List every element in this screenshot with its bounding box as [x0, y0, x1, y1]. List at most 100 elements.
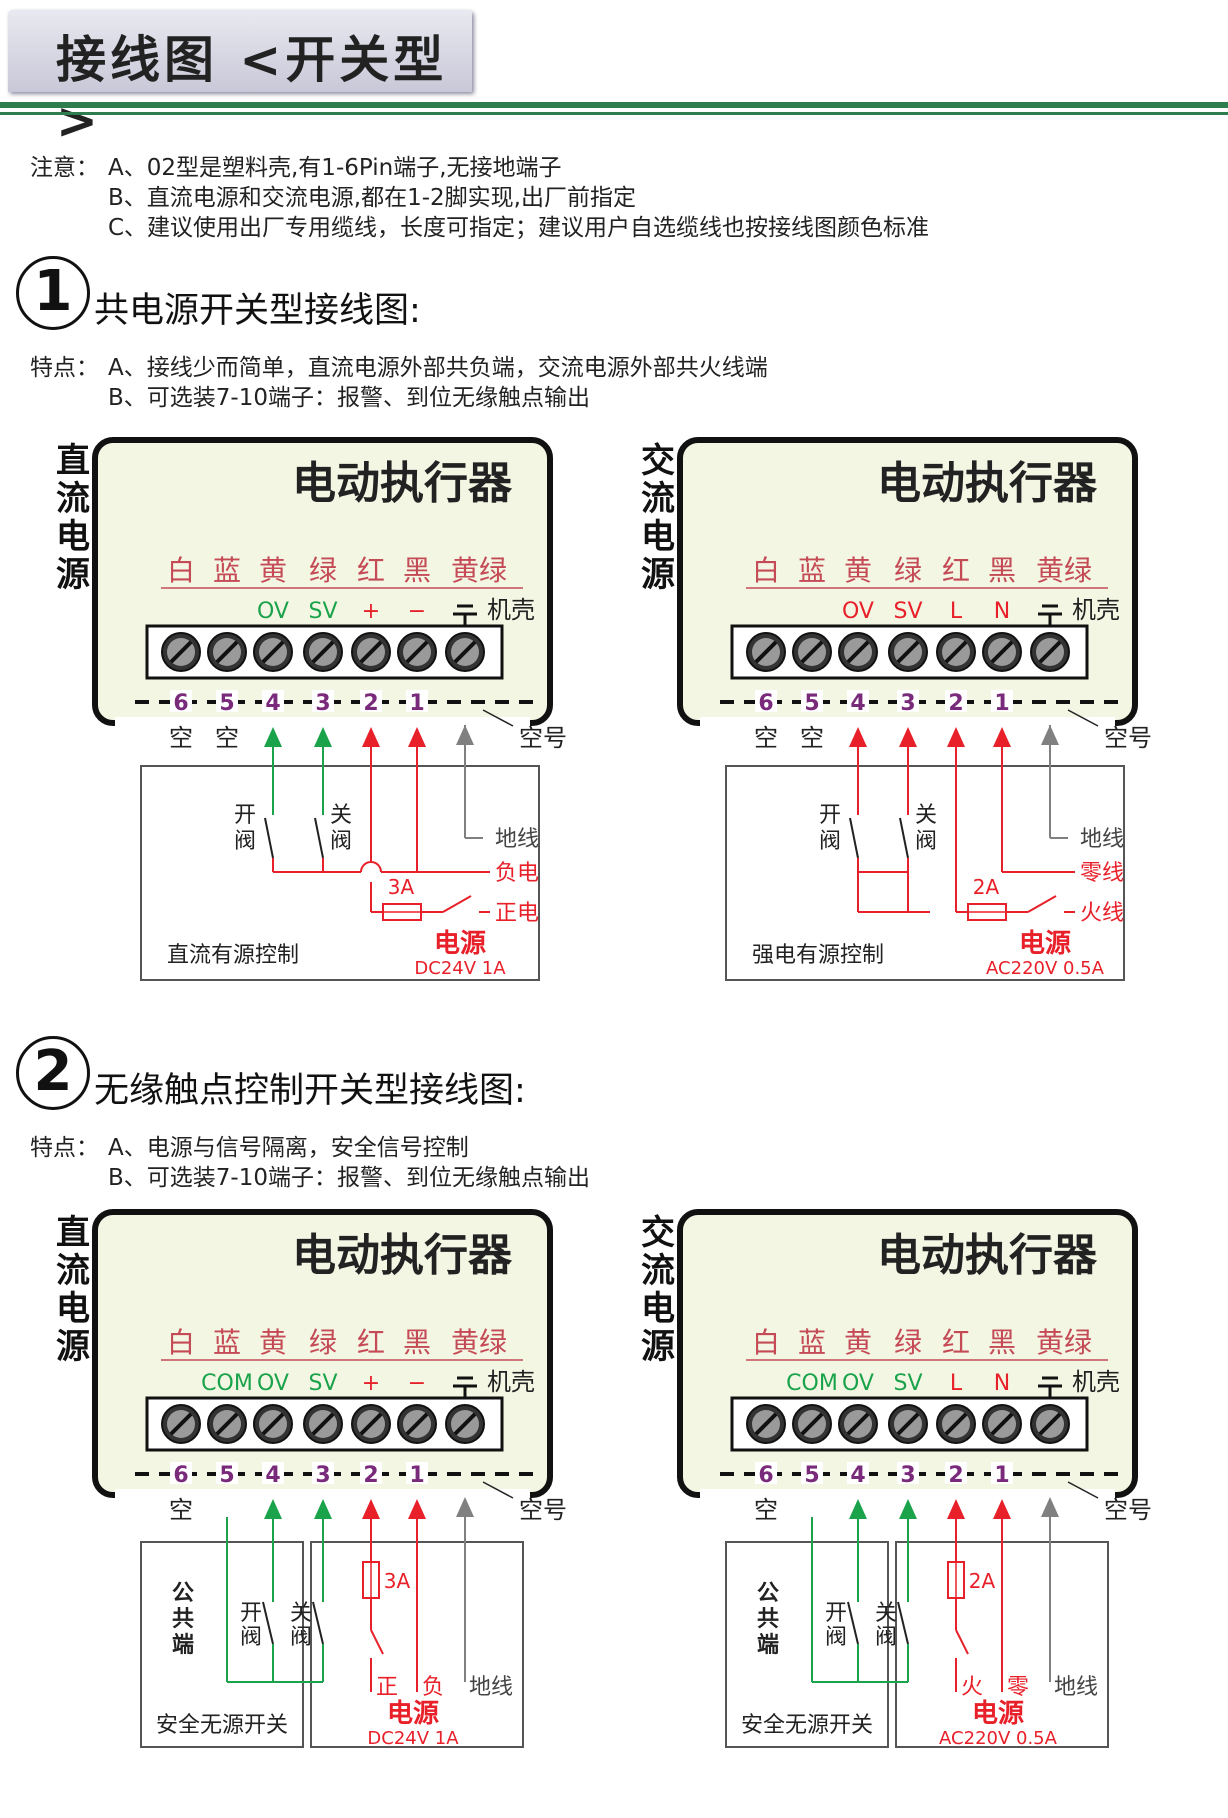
ac2-close-label-1: 关	[875, 1601, 897, 1626]
ac1-terminal-sign-3: N	[994, 599, 1010, 624]
dc2-box-gap	[115, 1489, 530, 1501]
ac1-arrow-3	[899, 727, 917, 747]
dc2-empty-number-leader	[482, 1481, 514, 1499]
ac2-wire-color-4: 红	[942, 1326, 970, 1359]
dc1-empty-6: 空	[169, 724, 193, 752]
ac2-switch-4	[847, 1601, 859, 1645]
ac1-close-label-1: 关	[915, 803, 937, 828]
dc2-terminal-sign-0: COM	[201, 1371, 253, 1396]
ac1-terminal-number-bg-5	[991, 690, 1013, 712]
ac1-terminal-number-3: 3	[900, 691, 915, 716]
dc2-arrow-1	[408, 1499, 426, 1519]
dc2-wire-color-6: 黄绿	[451, 1326, 507, 1359]
ac2-screw-slot-4	[944, 1412, 968, 1436]
dc1-box-gap	[115, 717, 530, 729]
dc2-arrow-2	[362, 1499, 380, 1519]
dc2-passive-label: 安全无源开关	[156, 1713, 288, 1738]
ac2-terminal-number-2: 4	[850, 1463, 865, 1488]
ac1-side-label-0: 交	[641, 441, 675, 481]
ac1-screw-slot-6	[1038, 640, 1062, 664]
dc1-power-switch	[442, 895, 472, 913]
dc2-power-switch	[370, 1629, 384, 1655]
ac1-screw-slot-2	[846, 640, 870, 664]
ac2-terminal-number-5: 1	[994, 1463, 1009, 1488]
ac2-terminal-number-bg-0	[755, 1462, 777, 1484]
ac2-screw-slot-3	[896, 1412, 920, 1436]
ac2-terminal-number-bg-2	[847, 1462, 869, 1484]
ac1-terminal-number-bg-1	[801, 690, 823, 712]
ac2-passive-label: 安全无源开关	[741, 1713, 873, 1738]
dc2-arrow-4	[264, 1499, 282, 1519]
ac1-ground-arrow	[1041, 725, 1059, 745]
ac1-open-label-2: 阀	[819, 829, 841, 854]
dc1-screw-slot-2	[261, 640, 285, 664]
dc1-switch-open	[264, 817, 274, 859]
ac2-terminal-number-bg-1	[801, 1462, 823, 1484]
dc2-fuse-rating: 3A	[384, 1569, 411, 1593]
dc1-terminal-number-2: 4	[265, 691, 280, 716]
dc2-power-label: 电源	[387, 1699, 439, 1729]
ac1-fuse-rating: 2A	[973, 875, 1000, 899]
ac2-close-label-2: 阀	[875, 1625, 897, 1650]
dc1-terminal-number-5: 1	[409, 691, 424, 716]
dc2-terminal-number-bg-2	[262, 1462, 284, 1484]
dc2-wire-color-2: 黄	[259, 1326, 287, 1359]
ac1-open-label-1: 开	[819, 803, 841, 828]
dc2-open-label-1: 开	[240, 1601, 262, 1626]
ac2-screw-slot-5	[990, 1412, 1014, 1436]
ac2-open-label-2: 阀	[825, 1625, 847, 1650]
dc2-screw-slot-2	[261, 1412, 285, 1436]
dc1-terminal-number-bg-5	[406, 690, 428, 712]
ac1-terminal-sign-2: L	[950, 599, 963, 624]
dc2-switch-4	[262, 1601, 274, 1645]
ac2-terminal-sign-4: N	[994, 1371, 1010, 1396]
ac1-terminal-number-4: 2	[948, 691, 963, 716]
note-c: C、建议使用出厂专用缆线，长度可指定；建议用户自选缆线也按接线图颜色标准	[108, 215, 930, 241]
ac1-terminal-number-1: 5	[804, 691, 819, 716]
dc1-wire-color-4: 红	[357, 554, 385, 587]
dc2-close-label-1: 关	[290, 1601, 312, 1626]
dc2-wire-2-label: 正	[376, 1675, 398, 1700]
dc2-passive-box	[140, 1541, 304, 1748]
ac2-arrow-3	[899, 1499, 917, 1519]
dc1-terminal-number-bg-3	[312, 690, 334, 712]
ac1-terminal-number-5: 1	[994, 691, 1009, 716]
page-title-tab: 接线图 <开关型>	[8, 10, 472, 150]
ac2-power-switch	[955, 1629, 969, 1655]
note-a: A、02型是塑料壳,有1-6Pin端子,无接地端子	[108, 155, 562, 181]
dc1-arrow-3	[314, 727, 332, 747]
dc1-empty-number-leader	[482, 709, 514, 727]
dc1-terminal-number-bg-2	[262, 690, 284, 712]
ac1-side-label-2: 电	[641, 517, 675, 557]
ac1-wire-2-label: 火线	[1080, 901, 1124, 926]
dc1-terminal-number-1: 5	[219, 691, 234, 716]
dc1-terminal-sign-2: +	[362, 599, 380, 624]
dc1-crossover	[360, 861, 382, 873]
ac1-screw-slot-4	[944, 640, 968, 664]
dc2-terminal-number-2: 4	[265, 1463, 280, 1488]
dc2-wire-color-3: 绿	[309, 1326, 337, 1359]
ac1-screw-slot-5	[990, 640, 1014, 664]
ac1-terminal-number-0: 6	[758, 691, 773, 716]
ac1-wire-color-5: 黑	[988, 554, 1016, 587]
dc1-side-label-1: 流	[56, 479, 90, 519]
dc2-power-rating: DC24V 1A	[367, 1728, 459, 1749]
dc2-common-label-1: 共	[172, 1607, 194, 1632]
dc1-screw-slot-3	[311, 640, 335, 664]
ac1-arrow-4	[849, 727, 867, 747]
dc2-housing-label: 机壳	[487, 1368, 535, 1396]
section2-feature-b: B、可选装7-10端子：报警、到位无缘触点输出	[108, 1165, 590, 1191]
dc2-open-label-2: 阀	[240, 1625, 262, 1650]
dc1-terminal-sign-3: −	[408, 599, 426, 624]
ac1-device-name: 电动执行器	[877, 458, 1098, 509]
ac2-terminal-number-4: 2	[948, 1463, 963, 1488]
note-prefix: 注意：	[30, 155, 99, 181]
ac1-ground-label: 地线	[1080, 827, 1124, 852]
section1-feature-b: B、可选装7-10端子：报警、到位无缘触点输出	[108, 385, 590, 411]
dc1-wire-color-0: 白	[167, 554, 195, 587]
dc2-terminal-sign-2: SV	[308, 1371, 337, 1396]
ac2-empty-number: 空号	[1104, 1496, 1152, 1524]
dc1-arrow-4	[264, 727, 282, 747]
dc1-terminal-number-4: 2	[363, 691, 378, 716]
dc1-terminal-number-bg-1	[216, 690, 238, 712]
